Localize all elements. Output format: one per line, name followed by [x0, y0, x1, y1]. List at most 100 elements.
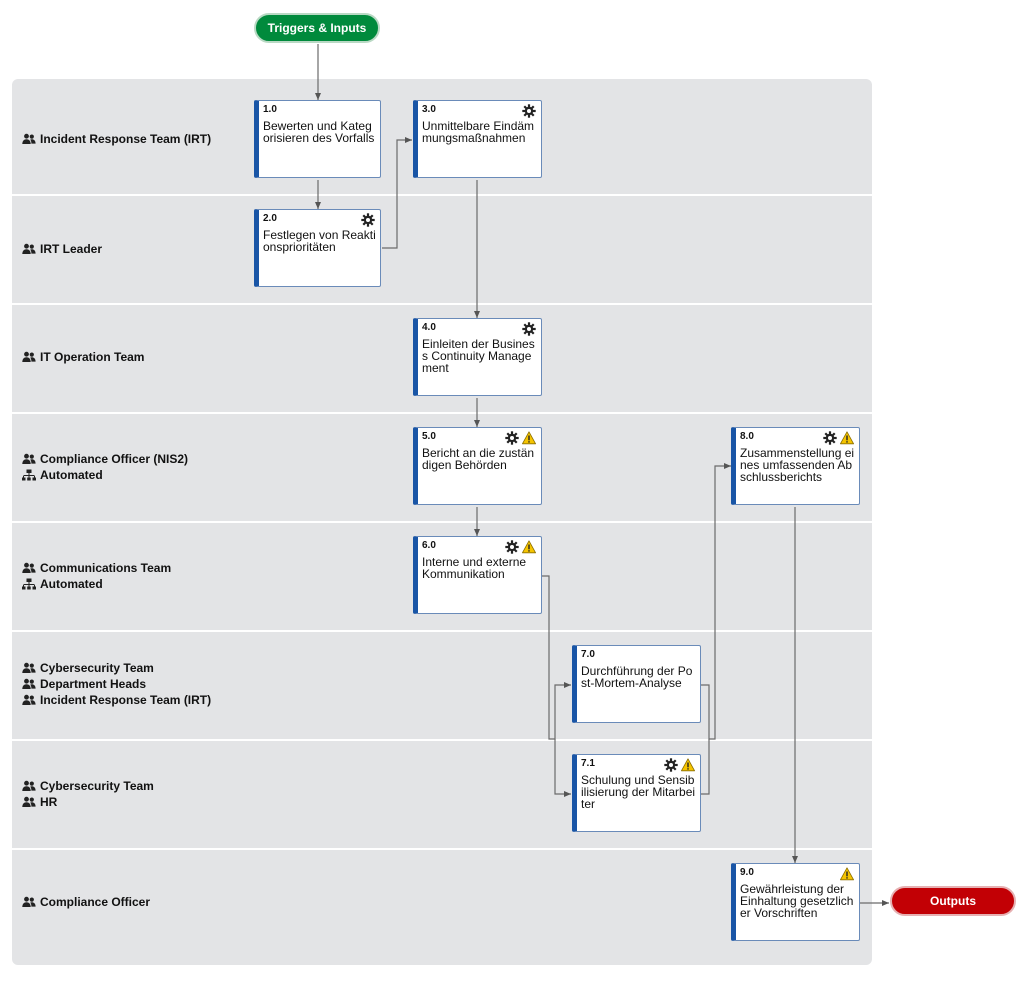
- start-event[interactable]: Triggers & Inputs: [254, 13, 380, 43]
- system-icon: [22, 578, 36, 590]
- people-icon: [22, 351, 36, 363]
- lane-label-it-operation: IT Operation Team: [22, 349, 144, 365]
- lane-label-irt-leader: IRT Leader: [22, 241, 102, 257]
- gear-icon: [361, 213, 375, 227]
- task-number: 9.0: [740, 867, 754, 878]
- task-label: Durchführung der Post-Mortem-Analyse: [581, 664, 693, 690]
- lane-divider: [12, 848, 872, 850]
- gear-icon: [823, 431, 837, 445]
- people-icon: [22, 678, 36, 690]
- gear-icon: [664, 758, 678, 772]
- lane-label-compliance-officer: Compliance Officer: [22, 894, 150, 910]
- warning-icon: [681, 758, 695, 772]
- lane-role-text: Compliance Officer (NIS2): [40, 452, 189, 466]
- task-label: Bericht an die zuständigen Behörden: [422, 446, 535, 472]
- lane-role: IT Operation Team: [22, 349, 144, 365]
- lane-divider: [12, 303, 872, 305]
- system-icon: [22, 469, 36, 481]
- task-label: Zusammenstellung eines umfassenden Absch…: [740, 446, 855, 484]
- lane-role: Department Heads: [22, 676, 211, 692]
- task-number: 2.0: [263, 213, 277, 224]
- task-label: Einleiten der Business Continuity Manage…: [422, 337, 535, 375]
- task-number: 7.0: [581, 649, 595, 660]
- lane-role-text: Incident Response Team (IRT): [40, 693, 212, 707]
- lane-role: IRT Leader: [22, 241, 102, 257]
- lane-role-text: Automated: [40, 577, 103, 591]
- warning-icon: [522, 540, 536, 554]
- task-label: Gewährleistung der Einhaltung gesetzlich…: [740, 882, 854, 920]
- end-event-label: Outputs: [930, 894, 976, 908]
- lane-divider: [12, 630, 872, 632]
- warning-icon: [840, 431, 854, 445]
- people-icon: [22, 453, 36, 465]
- lane-role-text: Communications Team: [40, 561, 172, 575]
- lane-role-text: Cybersecurity Team: [40, 779, 154, 793]
- lane-role: Compliance Officer (NIS2): [22, 451, 188, 467]
- task-label: Festlegen von Reaktionsprioritäten: [263, 228, 376, 254]
- lane-divider: [12, 194, 872, 196]
- people-icon: [22, 662, 36, 674]
- lane-role-text: Department Heads: [40, 677, 147, 691]
- people-icon: [22, 780, 36, 792]
- task-number: 3.0: [422, 104, 436, 115]
- task-icons: [823, 431, 854, 445]
- warning-icon: [522, 431, 536, 445]
- lane-divider: [12, 739, 872, 741]
- lane-divider: [12, 412, 872, 414]
- task-icons: [505, 540, 536, 554]
- task-number: 4.0: [422, 322, 436, 333]
- task-number: 1.0: [263, 104, 277, 115]
- people-icon: [22, 243, 36, 255]
- task-label: Bewerten und Kategorisieren des Vorfalls: [263, 119, 375, 145]
- lane-role-text: Automated: [40, 468, 103, 482]
- lane-role-text: IT Operation Team: [40, 350, 145, 364]
- task-icons: [505, 431, 536, 445]
- lane-role: Automated: [22, 576, 171, 592]
- lane-role: HR: [22, 794, 154, 810]
- lane-role-text: IRT Leader: [40, 242, 103, 256]
- people-icon: [22, 694, 36, 706]
- lane-role: Incident Response Team (IRT): [22, 131, 211, 147]
- task-icons: [664, 758, 695, 772]
- task-label: Interne und externe Kommunikation: [422, 555, 527, 581]
- lane-role: Cybersecurity Team: [22, 660, 211, 676]
- lane-role: Automated: [22, 467, 188, 483]
- gear-icon: [522, 322, 536, 336]
- lane-divider: [12, 521, 872, 523]
- lane-role: Cybersecurity Team: [22, 778, 154, 794]
- task-number: 5.0: [422, 431, 436, 442]
- start-event-label: Triggers & Inputs: [267, 21, 367, 35]
- lane-role: Incident Response Team (IRT): [22, 692, 211, 708]
- gear-icon: [505, 431, 519, 445]
- gear-icon: [505, 540, 519, 554]
- end-event[interactable]: Outputs: [890, 886, 1016, 916]
- lane-role: Communications Team: [22, 560, 171, 576]
- task-icons: [522, 104, 536, 118]
- task-label: Schulung und Sensibilisierung der Mitarb…: [581, 773, 696, 811]
- lane-role: Compliance Officer: [22, 894, 150, 910]
- task-number: 6.0: [422, 540, 436, 551]
- task-icons: [361, 213, 375, 227]
- task-label: Unmittelbare Eindämmungsmaßnahmen: [422, 119, 535, 145]
- lane-label-irt: Incident Response Team (IRT): [22, 131, 211, 147]
- lane-label-compliance-nis2: Compliance Officer (NIS2) Automated: [22, 451, 188, 483]
- warning-icon: [840, 867, 854, 881]
- people-icon: [22, 562, 36, 574]
- gear-icon: [522, 104, 536, 118]
- lane-role-text: Compliance Officer: [40, 895, 151, 909]
- task-number: 8.0: [740, 431, 754, 442]
- people-icon: [22, 896, 36, 908]
- lane-role-text: Cybersecurity Team: [40, 661, 154, 675]
